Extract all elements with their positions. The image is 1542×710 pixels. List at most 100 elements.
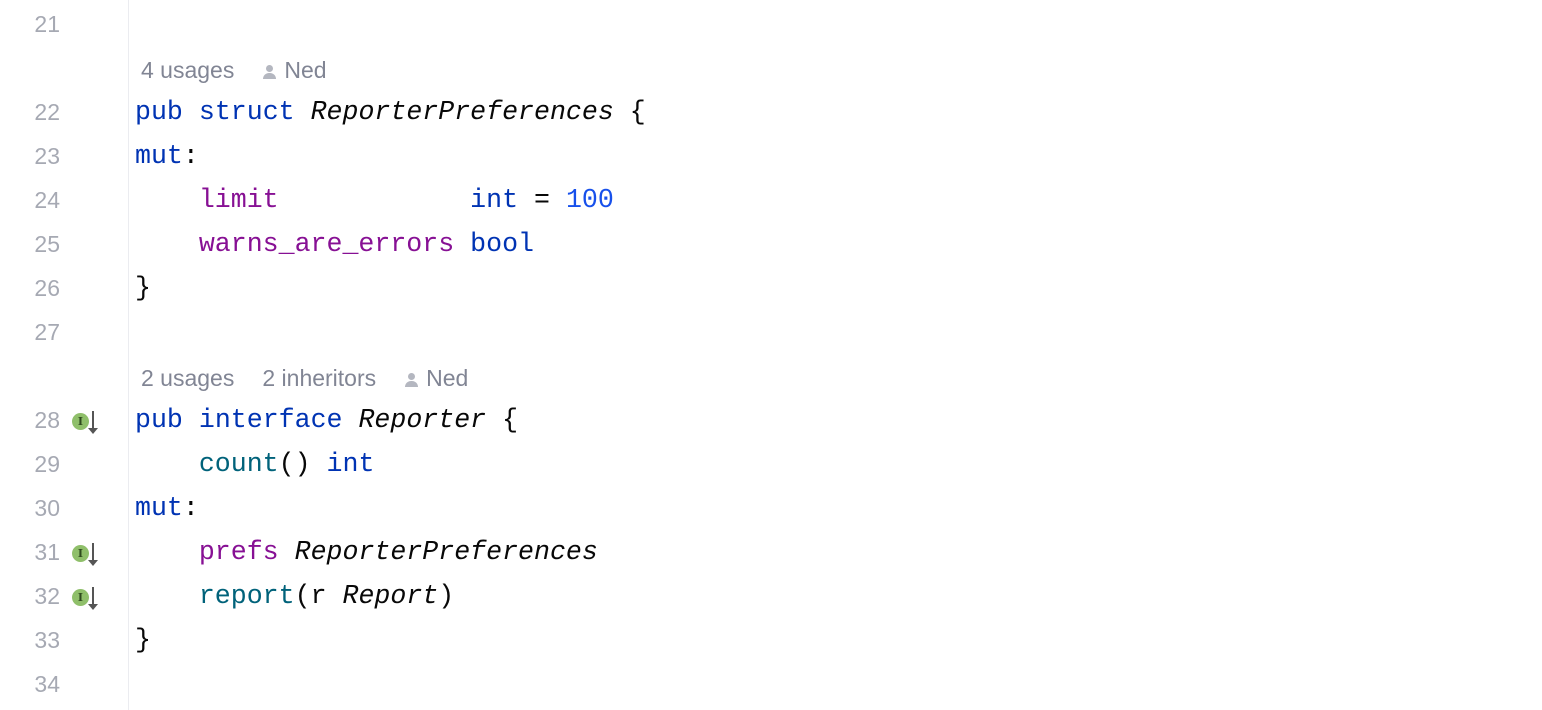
inlay-hints: 4 usages Ned [141,57,327,84]
implemented-down-icon[interactable]: I [72,411,102,437]
implemented-down-icon[interactable]: I [72,543,102,569]
code-token: } [135,625,151,655]
arrow-down-icon [88,543,98,566]
code-token: : [182,141,199,171]
code-line: 34 [0,663,1542,707]
code-token [279,537,295,567]
keyword: pub [135,97,183,127]
line-number[interactable]: 31 [34,539,60,565]
code-line: 26} [0,267,1542,311]
code-text[interactable]: count() int [135,449,375,479]
line-number[interactable]: 32 [34,583,60,609]
inlay-hints: 2 usages 2 inheritors Ned [141,365,468,392]
code-token: { [613,97,646,127]
author-icon [262,64,277,79]
code-token [295,97,311,127]
type-name: Reporter [358,405,487,435]
arrow-down-icon [88,411,98,434]
code-line: 31 I prefs ReporterPreferences [0,531,1542,575]
code-text[interactable]: report(r Report) [135,581,454,611]
line-number[interactable]: 22 [34,99,60,125]
line-number[interactable]: 29 [34,451,60,477]
function-name: report [198,581,295,611]
code-line: 32 I report(r Report) [0,575,1542,619]
interface-badge-icon: I [72,545,89,562]
code-token [279,185,471,215]
code-vision-hints: 2 usages 2 inheritors Ned [0,355,1542,399]
usages-hint[interactable]: 2 usages [141,365,235,391]
code-token: (r [294,581,343,611]
keyword: int [470,185,519,215]
code-line: 25 warns_are_errors bool [0,223,1542,267]
number-literal: 100 [565,185,614,215]
code-text[interactable]: mut: [135,141,199,171]
code-token [343,405,359,435]
keyword: mut [135,141,183,171]
code-line: 27 [0,311,1542,355]
line-number[interactable]: 28 [34,407,60,433]
type-name: Report [342,581,439,611]
line-number[interactable]: 23 [34,143,60,169]
code-token: { [486,405,519,435]
author-hint[interactable]: Ned [284,57,327,83]
code-token [135,449,199,479]
code-text[interactable]: prefs ReporterPreferences [135,537,598,567]
field-name: prefs [198,537,279,567]
code-text[interactable]: } [135,625,151,655]
code-token [135,185,199,215]
interface-badge-icon: I [72,413,89,430]
code-line: 29 count() int [0,443,1542,487]
keyword: mut [135,493,183,523]
line-number[interactable]: 25 [34,231,60,257]
line-number[interactable]: 34 [34,671,60,697]
field-name: limit [198,185,279,215]
code-line: 21 [0,3,1542,47]
code-text[interactable]: warns_are_errors bool [135,229,534,259]
code-token: } [135,273,151,303]
code-token [183,405,199,435]
implemented-down-icon[interactable]: I [72,587,102,613]
usages-hint[interactable]: 2 inheritors [262,365,377,391]
keyword: bool [470,229,534,259]
line-number[interactable]: 30 [34,495,60,521]
code-token [183,97,199,127]
code-text[interactable]: pub struct ReporterPreferences { [135,97,646,127]
code-text[interactable]: pub interface Reporter { [135,405,518,435]
code-line: 24 limit int = 100 [0,179,1542,223]
usages-hint[interactable]: 4 usages [141,57,235,83]
arrow-down-icon [88,587,98,610]
keyword: interface [198,405,343,435]
keyword: int [326,449,375,479]
code-text[interactable]: } [135,273,151,303]
code-token: () [278,449,327,479]
author-icon [404,372,419,387]
line-number[interactable]: 33 [34,627,60,653]
code-line: 22 pub struct ReporterPreferences { [0,91,1542,135]
code-text[interactable]: limit int = 100 [135,185,614,215]
line-number[interactable]: 24 [34,187,60,213]
keyword: pub [135,405,183,435]
code-token: : [182,493,199,523]
line-number[interactable]: 27 [34,319,60,345]
code-vision-hints: 4 usages Ned [0,47,1542,91]
code-line: 30 mut: [0,487,1542,531]
line-number[interactable]: 26 [34,275,60,301]
code-token [135,229,199,259]
interface-badge-icon: I [72,589,89,606]
gutter-divider [128,0,129,710]
author-hint[interactable]: Ned [426,365,469,391]
type-name: ReporterPreferences [310,97,614,127]
line-number[interactable]: 21 [34,11,60,37]
keyword: struct [198,97,295,127]
code-line: 33} [0,619,1542,663]
code-token [135,537,199,567]
code-text[interactable]: mut: [135,493,199,523]
code-token [454,229,470,259]
code-line: 23 mut: [0,135,1542,179]
code-token: ) [438,581,455,611]
type-name: ReporterPreferences [294,537,598,567]
code-token [135,581,199,611]
field-name: warns_are_errors [198,229,455,259]
code-token: = [518,185,566,215]
